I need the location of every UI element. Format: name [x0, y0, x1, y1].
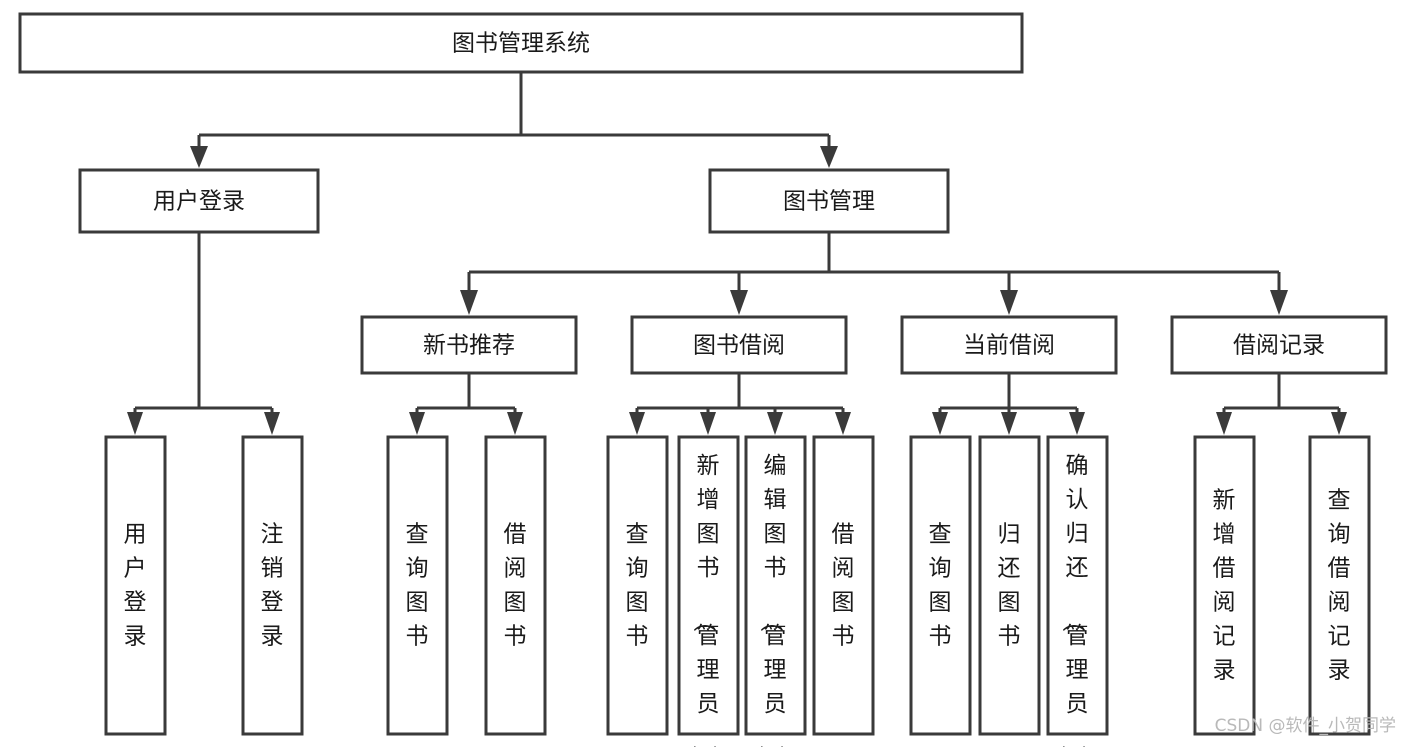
node-root-box[interactable]	[18, 12, 1024, 74]
arrow-head-leaf-query-record	[1331, 412, 1347, 435]
node-leaf-add-book-box[interactable]	[677, 435, 740, 736]
connector-group-book-manage-to-level3	[460, 232, 1288, 315]
arrow-head-leaf-query-book-3	[932, 412, 948, 435]
connector-group-book-borrow-leaves	[629, 373, 851, 435]
node-leaf-user-login[interactable]: 用户登录	[104, 435, 167, 736]
arrow-head-leaf-edit-book	[767, 412, 783, 435]
arrow-head-leaf-borrow-book-2	[835, 412, 851, 435]
node-new-book-rec[interactable]: 新书推荐	[360, 315, 578, 375]
node-leaf-borrow-book-1-label: 借阅图书	[504, 522, 527, 650]
node-current-borrow-box[interactable]	[900, 315, 1118, 375]
node-leaf-logout-label: 注销登录	[261, 522, 284, 650]
node-user-login-box[interactable]	[78, 168, 320, 234]
node-leaf-add-record-label: 新增借阅记录	[1213, 488, 1236, 684]
node-book-manage-label: 图书管理	[783, 189, 875, 215]
node-borrow-record-box[interactable]	[1170, 315, 1388, 375]
node-leaf-query-book-3-label: 查询图书	[929, 522, 952, 650]
node-book-manage-box[interactable]	[708, 168, 950, 234]
arrow-head-leaf-add-book	[700, 412, 716, 435]
node-leaf-query-record-box[interactable]	[1308, 435, 1371, 736]
node-leaf-query-record-label: 查询借阅记录	[1328, 488, 1351, 684]
node-leaf-query-book-2-box[interactable]	[606, 435, 669, 736]
arrow-head-current-borrow	[1000, 290, 1018, 315]
node-leaf-return-book[interactable]: 归还图书	[978, 435, 1041, 736]
node-new-book-rec-box[interactable]	[360, 315, 578, 375]
arrow-head-leaf-add-record	[1216, 412, 1232, 435]
node-leaf-logout-box[interactable]	[241, 435, 304, 736]
node-leaf-edit-book-box[interactable]	[744, 435, 807, 736]
node-leaf-borrow-book-2-label: 借阅图书	[832, 522, 855, 650]
arrow-head-leaf-return-book	[1001, 412, 1017, 435]
connector-group-user-login-leaves	[127, 232, 280, 435]
node-root[interactable]: 图书管理系统	[18, 12, 1024, 74]
node-user-login[interactable]: 用户登录	[78, 168, 320, 234]
node-leaf-confirm-return-label: 确认归还（管理员）	[1060, 453, 1089, 747]
node-leaf-add-record[interactable]: 新增借阅记录	[1193, 435, 1256, 736]
node-leaf-user-login-label: 用户登录	[124, 522, 147, 650]
arrow-head-borrow-record	[1270, 290, 1288, 315]
node-leaf-query-book-3[interactable]: 查询图书	[909, 435, 972, 736]
arrow-head-leaf-query-book-1	[409, 412, 425, 435]
node-current-borrow-label: 当前借阅	[963, 333, 1055, 359]
node-leaf-borrow-book-2[interactable]: 借阅图书	[812, 435, 875, 736]
node-leaf-add-book-label: 新增图书（管理员）	[691, 453, 720, 747]
node-book-borrow[interactable]: 图书借阅	[630, 315, 848, 375]
node-leaf-query-book-1-box[interactable]	[386, 435, 449, 736]
node-leaf-edit-book-label: 编辑图书（管理员）	[758, 453, 787, 747]
node-root-label: 图书管理系统	[452, 31, 590, 57]
node-leaf-user-login-box[interactable]	[104, 435, 167, 736]
node-user-login-label: 用户登录	[153, 189, 245, 215]
node-leaf-confirm-return[interactable]: 确认归还（管理员）	[1046, 435, 1109, 747]
node-leaf-query-book-1[interactable]: 查询图书	[386, 435, 449, 736]
node-leaf-query-record[interactable]: 查询借阅记录	[1308, 435, 1371, 736]
node-leaf-query-book-2[interactable]: 查询图书	[606, 435, 669, 736]
node-leaf-return-book-label: 归还图书	[998, 522, 1021, 650]
node-leaf-return-book-box[interactable]	[978, 435, 1041, 736]
arrow-head-leaf-confirm-return	[1069, 412, 1085, 435]
connector-group-root-to-level2	[190, 72, 838, 168]
node-leaf-query-book-1-label: 查询图书	[406, 522, 429, 650]
node-borrow-record[interactable]: 借阅记录	[1170, 315, 1388, 375]
arrow-head-new-book-rec	[460, 290, 478, 315]
node-leaf-borrow-book-1-box[interactable]	[484, 435, 547, 736]
node-current-borrow[interactable]: 当前借阅	[900, 315, 1118, 375]
node-leaf-add-book[interactable]: 新增图书（管理员）	[677, 435, 740, 747]
arrow-head-leaf-borrow-book-1	[507, 412, 523, 435]
node-leaf-edit-book[interactable]: 编辑图书（管理员）	[744, 435, 807, 747]
connector-group-current-borrow-leaves	[932, 373, 1085, 435]
node-leaf-borrow-book-1[interactable]: 借阅图书	[484, 435, 547, 736]
arrow-head-leaf-user-login	[127, 412, 143, 435]
node-borrow-record-label: 借阅记录	[1233, 333, 1325, 359]
node-book-manage[interactable]: 图书管理	[708, 168, 950, 234]
node-leaf-query-book-3-box[interactable]	[909, 435, 972, 736]
node-leaf-query-book-2-label: 查询图书	[626, 522, 649, 650]
arrow-head-leaf-query-book-2	[629, 412, 645, 435]
node-book-borrow-label: 图书借阅	[693, 333, 785, 359]
csdn-watermark: CSDN @软件_小贺同学	[1215, 716, 1396, 736]
node-leaf-logout[interactable]: 注销登录	[241, 435, 304, 736]
connector-group-borrow-record-leaves	[1216, 373, 1347, 435]
arrow-head-user-login	[190, 146, 208, 168]
arrow-head-leaf-logout	[264, 412, 280, 435]
node-book-borrow-box[interactable]	[630, 315, 848, 375]
node-leaf-add-record-box[interactable]	[1193, 435, 1256, 736]
arrow-head-book-manage	[820, 146, 838, 168]
arrow-head-book-borrow	[730, 290, 748, 315]
connector-group-new-book-rec-leaves	[409, 373, 523, 435]
node-leaf-borrow-book-2-box[interactable]	[812, 435, 875, 736]
node-new-book-rec-label: 新书推荐	[423, 333, 515, 359]
node-leaf-confirm-return-box[interactable]	[1046, 435, 1109, 736]
